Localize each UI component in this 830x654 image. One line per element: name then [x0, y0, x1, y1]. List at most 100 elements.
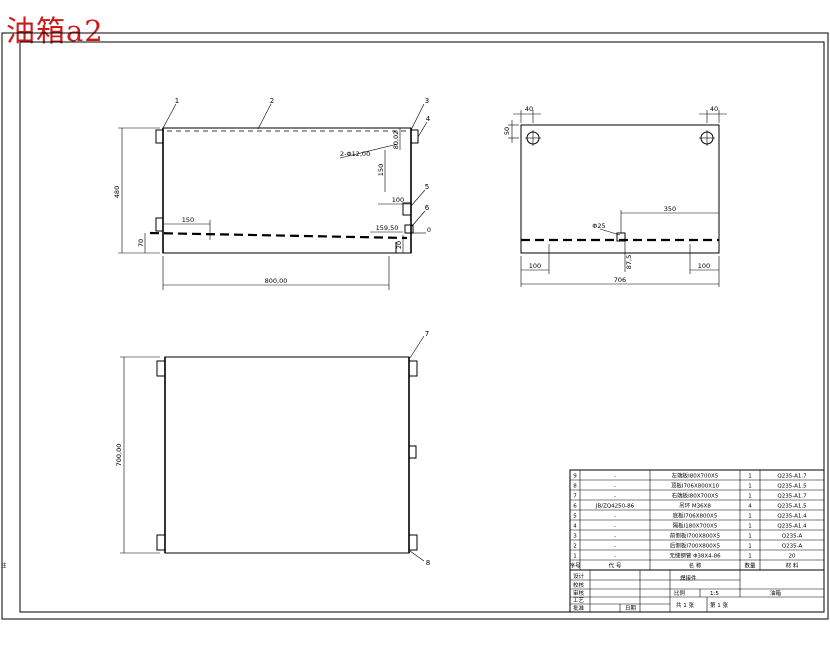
bom-cell: Q235-A1.7: [777, 474, 807, 480]
bom-cell: -: [614, 514, 616, 520]
tb-name: 油箱: [770, 589, 782, 597]
bom-cell: 8: [573, 484, 577, 490]
bom-cell: -: [614, 524, 616, 530]
title-block: 设计 校核 审核 工艺 批准 日期 焊接件 比例 1:5 油箱 共 1 张 第 …: [569, 569, 825, 613]
top-flange-rt: [408, 360, 418, 377]
bom-cell: 3: [573, 534, 577, 540]
dim-front-outlet: 159,50: [376, 224, 399, 232]
dim-front-bottom: 70: [137, 239, 145, 247]
top-flange-lb: [156, 534, 166, 551]
bom-cell: Q235-A1.5: [777, 484, 807, 490]
bom-cell: 1: [748, 484, 752, 490]
bom-cell: Q235-A: [782, 534, 803, 540]
bom-cell: 前侧板Ⅰ700X800X5: [670, 532, 721, 540]
dim-side-left-bottom: 100: [529, 262, 541, 270]
bom-cell: -: [614, 474, 616, 480]
tb-review: 审核: [573, 589, 585, 597]
bom-cell: 2: [573, 544, 577, 550]
flange-left-top: [155, 129, 164, 144]
bom-cell: 1: [748, 544, 752, 550]
bom-cell: JB/ZQ4250-86: [595, 504, 635, 510]
bom-header-cell: 代 号: [609, 562, 622, 570]
dim-side-left-top: 40: [525, 105, 533, 113]
dim-side-span: 350: [664, 205, 676, 213]
tb-sheet: 第 1 张: [710, 601, 728, 609]
side-view: 40 40 50 Φ25 350 87,5 100 100 706: [503, 105, 727, 287]
tb-check: 校核: [573, 581, 585, 589]
bom-cell: 9: [573, 474, 577, 480]
dim-side-right-top: 40: [710, 105, 718, 113]
bom-cell: 1: [748, 534, 752, 540]
bom-cell: -: [614, 484, 616, 490]
bom-cell: 5: [573, 514, 577, 520]
flange-right-outlet: [404, 224, 414, 234]
tb-process: 工艺: [573, 597, 585, 604]
bom-cell: 无缝钢管 Φ38X4-86: [669, 552, 721, 560]
bom-cell: 4: [573, 524, 577, 530]
bom-cell: 1: [748, 524, 752, 530]
bom-cell: 左端板Ⅰ80X700X5: [672, 472, 719, 480]
dim-front-left-pipe: 150: [182, 216, 194, 224]
bom-cell: -: [614, 544, 616, 550]
leader-6: 6: [425, 204, 430, 212]
bom-header-cell: 数量: [744, 562, 756, 570]
dim-side-right-bottom: 100: [698, 262, 710, 270]
leader-2: 2: [270, 97, 274, 105]
bom-header-cell: 备 注: [0, 562, 7, 570]
outer-frame: [1, 32, 829, 620]
bom-cell: Q235-A1.4: [777, 524, 807, 530]
tb-date: 日期: [625, 605, 637, 612]
bom-header-cell: 序号: [569, 562, 581, 570]
dim-front-outlet-h: 20: [395, 241, 403, 249]
front-pipe-dash: [149, 231, 408, 240]
tb-sheets: 共 1 张: [676, 601, 694, 609]
flange-right-mid: [402, 202, 412, 216]
front-view: 480 70 150 800,00 80,02 2-Φ12,00 150 100…: [113, 97, 431, 290]
bom-header-cell: 材 料: [786, 562, 799, 570]
dim-side-side: 50: [503, 127, 511, 135]
top-view: 700,00 7 8: [115, 330, 430, 567]
leader-1: 1: [175, 97, 179, 105]
bom-cell: 1: [748, 494, 752, 500]
bom-cell: 右端板Ⅰ80X700X5: [672, 492, 719, 500]
dim-side-width: 706: [614, 276, 626, 284]
bom-cell: Q235-A: [782, 544, 803, 550]
top-flange-rm: [408, 445, 417, 459]
tb-part: 焊接件: [680, 574, 697, 582]
leader-7: 7: [425, 330, 429, 338]
bom-cell: 底板Ⅰ706X800X5: [673, 512, 718, 520]
dim-front-right-top: 80,02: [392, 131, 400, 150]
top-body: [164, 356, 410, 554]
dim-front-height: 480: [113, 186, 121, 198]
bom-cell: Q235-A1.5: [777, 504, 807, 510]
top-flange-lt: [156, 360, 166, 377]
bom-cell: 1: [748, 474, 752, 480]
bom-cell: Q235-A1.4: [777, 514, 807, 520]
bom-cell: -: [614, 534, 616, 540]
tb-ratio: 1:5: [710, 591, 719, 597]
top-flange-rb: [408, 534, 418, 551]
dim-front-right-mid: 150: [377, 164, 385, 176]
bom-header-cell: 名 称: [689, 562, 702, 570]
dim-front-holes: 2-Φ12,00: [340, 150, 370, 158]
bom-cell: Q235-A1.7: [777, 494, 807, 500]
dim-front-right-inner: 100: [392, 196, 404, 204]
bom-cell: 4: [748, 504, 752, 510]
bom-cell: 吊环 M36X8: [679, 503, 711, 510]
bom-cell: 隔板Ⅰ180X700X5: [673, 522, 718, 530]
bom-cell: 6: [573, 504, 577, 510]
flange-right-top: [410, 129, 419, 144]
dim-side-v: 87,5: [625, 255, 633, 269]
dim-front-zero: 0: [427, 226, 431, 234]
bom-cell: -: [614, 554, 616, 560]
side-body: [520, 124, 720, 254]
bom-cell: -: [614, 494, 616, 500]
bom-cell: 后侧板Ⅰ700X800X5: [670, 542, 721, 550]
dim-side-dia: Φ25: [592, 222, 605, 230]
flange-left-bottom: [155, 217, 164, 232]
bom-cell: 1: [573, 554, 577, 560]
dim-front-width: 800,00: [265, 277, 288, 285]
tb-design: 设计: [573, 572, 585, 580]
